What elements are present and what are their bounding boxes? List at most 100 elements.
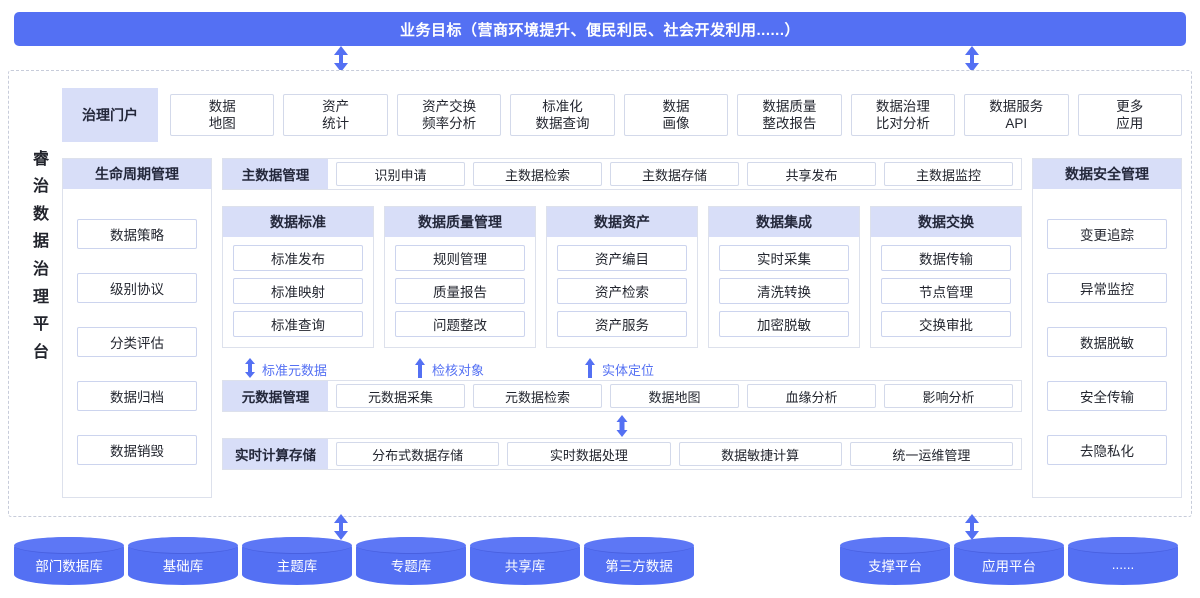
connector-arrow-sources-right — [962, 514, 982, 540]
data-source-cylinder[interactable]: 支撑平台 — [840, 537, 950, 585]
lifecycle-item[interactable]: 数据策略 — [77, 219, 197, 249]
portal-app-line1: 数据治理 — [875, 99, 930, 114]
portal-app-line2: 数据查询 — [535, 116, 590, 131]
governance-portal-label: 治理门户 — [62, 88, 158, 142]
metadata-item[interactable]: 元数据采集 — [336, 384, 465, 408]
domain-item[interactable]: 实时采集 — [719, 245, 849, 271]
domain-item[interactable]: 清洗转换 — [719, 278, 849, 304]
connector-arrow-goal-right — [962, 46, 982, 72]
domain-column-data-exchange: 数据交换 数据传输 节点管理 交换审批 — [870, 206, 1022, 348]
metadata-item[interactable]: 元数据检索 — [473, 384, 602, 408]
connector-arrow-sources-left — [331, 514, 351, 540]
connector-arrow-metadata-compute — [615, 415, 629, 442]
governance-portal-row: 治理门户 数据 地图 资产 统计 资产交换 频率分析 标准化 数据查询 数据 画… — [62, 88, 1182, 142]
lifecycle-item[interactable]: 分类评估 — [77, 327, 197, 357]
master-data-item[interactable]: 共享发布 — [747, 162, 876, 186]
domain-item[interactable]: 节点管理 — [881, 278, 1011, 304]
security-panel: 数据安全管理 变更追踪 异常监控 数据脱敏 安全传输 去隐私化 — [1032, 158, 1182, 498]
metadata-item[interactable]: 血缘分析 — [747, 384, 876, 408]
domain-item[interactable]: 资产检索 — [557, 278, 687, 304]
security-item[interactable]: 变更追踪 — [1047, 219, 1167, 249]
portal-app-card[interactable]: 数据治理 比对分析 — [850, 94, 956, 136]
connector-arrow-goal-left — [331, 46, 351, 72]
domain-item[interactable]: 交换审批 — [881, 311, 1011, 337]
master-data-item[interactable]: 主数据检索 — [473, 162, 602, 186]
portal-app-card[interactable]: 标准化 数据查询 — [510, 94, 615, 136]
metadata-compute-connector-wrap — [222, 412, 1022, 438]
security-item[interactable]: 数据脱敏 — [1047, 327, 1167, 357]
data-source-cylinder[interactable]: 主题库 — [242, 537, 352, 585]
realtime-compute-label: 实时计算存储 — [223, 439, 328, 469]
domain-item-list: 资产编目 资产检索 资产服务 — [547, 237, 697, 347]
data-source-cylinder[interactable]: 专题库 — [356, 537, 466, 585]
arrow-up-icon — [414, 358, 426, 381]
domain-item[interactable]: 资产编目 — [557, 245, 687, 271]
portal-app-card[interactable]: 资产交换 频率分析 — [396, 94, 502, 136]
metadata-items: 元数据采集 元数据检索 数据地图 血缘分析 影响分析 — [328, 381, 1021, 411]
annotation-entity-location: 实体定位 — [584, 358, 654, 381]
compute-item[interactable]: 统一运维管理 — [849, 442, 1013, 466]
data-source-label: 基础库 — [162, 558, 204, 574]
portal-app-line2: API — [1005, 116, 1028, 131]
portal-app-line1: 数据 — [208, 99, 236, 114]
data-source-cylinder[interactable]: 基础库 — [128, 537, 238, 585]
compute-item[interactable]: 实时数据处理 — [507, 442, 671, 466]
security-item[interactable]: 安全传输 — [1047, 381, 1167, 411]
platform-title-char: 平 — [32, 316, 49, 334]
portal-app-line1: 资产 — [322, 99, 350, 114]
data-source-label: 应用平台 — [982, 558, 1036, 574]
domain-item[interactable]: 标准查询 — [233, 311, 363, 337]
domain-item[interactable]: 问题整改 — [395, 311, 525, 337]
data-source-label: 支撑平台 — [868, 558, 922, 574]
data-source-label: 专题库 — [390, 558, 432, 574]
data-source-label: 第三方数据 — [605, 558, 673, 574]
domain-column-title: 数据交换 — [871, 207, 1021, 237]
domain-item[interactable]: 质量报告 — [395, 278, 525, 304]
security-item[interactable]: 异常监控 — [1047, 273, 1167, 303]
annotation-label: 检核对象 — [432, 363, 485, 378]
compute-item[interactable]: 分布式数据存储 — [336, 442, 500, 466]
domain-column-title: 数据标准 — [223, 207, 373, 237]
master-data-item[interactable]: 主数据存储 — [610, 162, 739, 186]
domain-column-title: 数据资产 — [547, 207, 697, 237]
compute-item[interactable]: 数据敏捷计算 — [678, 442, 842, 466]
data-source-cylinder[interactable]: ...... — [1068, 537, 1178, 585]
portal-app-card[interactable]: 数据服务 API — [964, 94, 1069, 136]
portal-app-card[interactable]: 更多 应用 — [1077, 94, 1182, 136]
annotation-label: 标准元数据 — [262, 363, 328, 378]
metadata-item[interactable]: 影响分析 — [884, 384, 1013, 408]
data-source-cylinder[interactable]: 部门数据库 — [14, 537, 124, 585]
data-source-cylinder[interactable]: 第三方数据 — [584, 537, 694, 585]
domain-item[interactable]: 标准发布 — [233, 245, 363, 271]
business-goal-banner: 业务目标（营商环境提升、便民利民、社会开发利用......） — [14, 12, 1186, 46]
metadata-row: 元数据管理 元数据采集 元数据检索 数据地图 血缘分析 影响分析 — [222, 380, 1022, 412]
domain-column-data-asset: 数据资产 资产编目 资产检索 资产服务 — [546, 206, 698, 348]
lifecycle-item[interactable]: 级别协议 — [77, 273, 197, 303]
portal-app-card[interactable]: 数据 地图 — [170, 94, 275, 136]
portal-app-line1: 数据服务 — [989, 99, 1044, 114]
data-source-cylinder[interactable]: 共享库 — [470, 537, 580, 585]
lifecycle-item[interactable]: 数据归档 — [77, 381, 197, 411]
lifecycle-item[interactable]: 数据销毁 — [77, 435, 197, 465]
master-data-item[interactable]: 主数据监控 — [884, 162, 1013, 186]
domain-item[interactable]: 加密脱敏 — [719, 311, 849, 337]
portal-app-line2: 比对分析 — [875, 116, 930, 131]
data-source-cylinder[interactable]: 应用平台 — [954, 537, 1064, 585]
platform-title-char: 睿 — [32, 150, 49, 168]
domain-item[interactable]: 资产服务 — [557, 311, 687, 337]
portal-app-line2: 画像 — [662, 116, 690, 131]
domain-item[interactable]: 标准映射 — [233, 278, 363, 304]
portal-app-card[interactable]: 资产 统计 — [283, 94, 388, 136]
security-item[interactable]: 去隐私化 — [1047, 435, 1167, 465]
data-source-label: ...... — [1111, 557, 1135, 572]
portal-app-card[interactable]: 数据 画像 — [623, 94, 729, 136]
metadata-item[interactable]: 数据地图 — [610, 384, 739, 408]
domain-column-title: 数据质量管理 — [385, 207, 535, 237]
domain-item-list: 实时采集 清洗转换 加密脱敏 — [709, 237, 859, 347]
realtime-compute-items: 分布式数据存储 实时数据处理 数据敏捷计算 统一运维管理 — [328, 439, 1021, 469]
portal-app-card[interactable]: 数据质量 整改报告 — [737, 94, 842, 136]
domain-item[interactable]: 数据传输 — [881, 245, 1011, 271]
lifecycle-item-list: 数据策略 级别协议 分类评估 数据归档 数据销毁 — [63, 189, 211, 497]
domain-item[interactable]: 规则管理 — [395, 245, 525, 271]
master-data-item[interactable]: 识别申请 — [336, 162, 465, 186]
